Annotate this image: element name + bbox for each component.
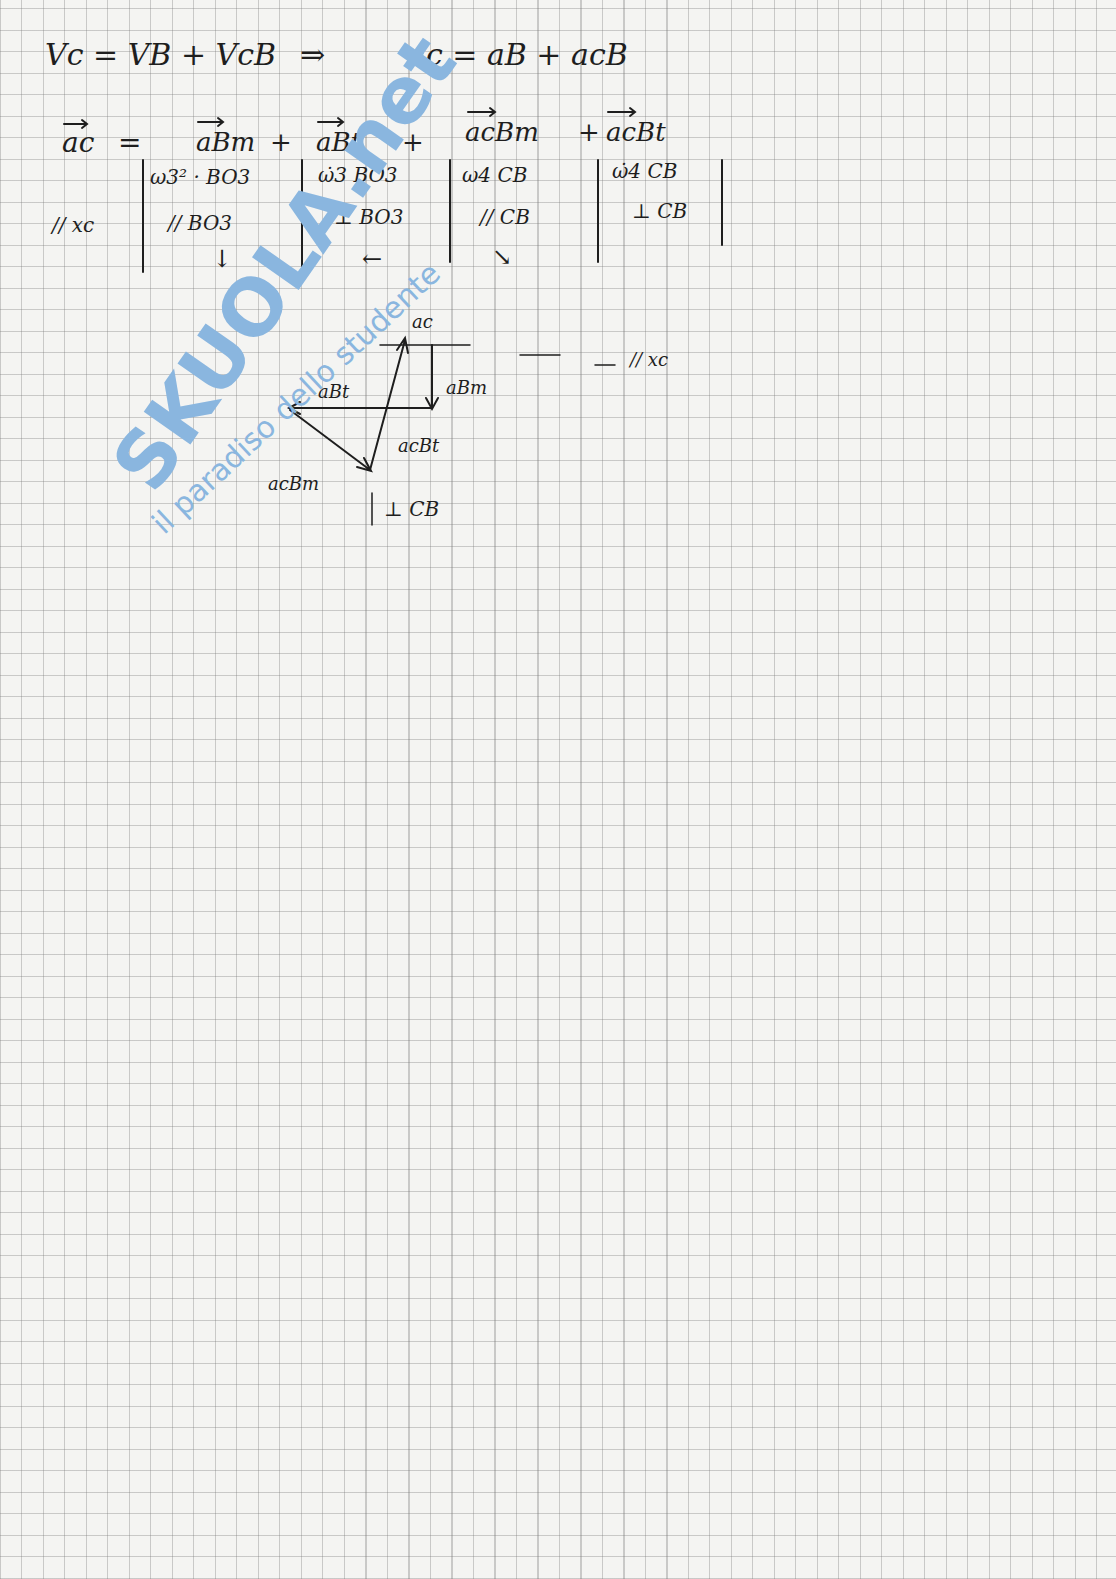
handwritten-note: ⊥ CB (632, 200, 687, 222)
handwritten-note: + (578, 118, 600, 147)
handwritten-note: ⇒ (300, 38, 325, 71)
handwritten-note: = (118, 128, 141, 159)
handwritten-note: acBm (268, 474, 319, 494)
handwritten-note: acBt (398, 436, 439, 456)
handwritten-note: ↘ (492, 244, 512, 270)
handwritten-note: acBm (465, 118, 539, 147)
handwritten-note: ← (362, 246, 382, 272)
handwritten-note: ω4 CB (462, 164, 527, 186)
handwritten-note: ac (62, 128, 94, 159)
handwritten-note: // xc (52, 214, 94, 236)
handwritten-note: aBm (446, 378, 487, 398)
handwritten-note: ω̇4 CB (612, 160, 677, 182)
handwritten-note: acBt (606, 118, 666, 147)
handwritten-note: // BO3 (168, 212, 232, 234)
handwritten-note: // CB (480, 206, 530, 228)
handwritten-note: ⊥ CB (384, 498, 439, 520)
handwritten-note: ω3² · BO3 (150, 166, 250, 188)
handwritten-note: // xc (630, 350, 668, 370)
handwritten-note: Vc = VB + VcB (45, 38, 276, 71)
handwritten-note: ac (412, 312, 433, 332)
handwritten-note: + (270, 128, 292, 157)
handwritten-note: aBm (196, 128, 255, 157)
